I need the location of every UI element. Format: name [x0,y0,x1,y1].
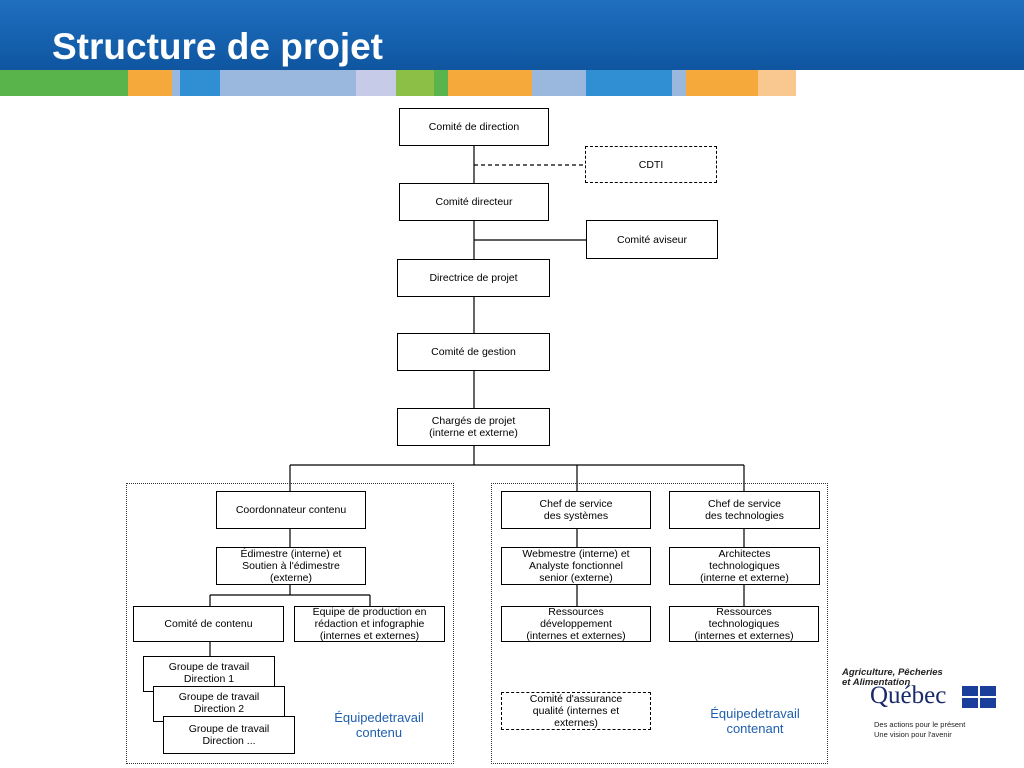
color-stripe-segment [396,70,434,96]
region-contenant [491,483,828,764]
box-edimestre: Édimestre (interne) et Soutien à l'édime… [216,547,366,585]
box-comite-contenu: Comité de contenu [133,606,284,642]
box-cdti: CDTI [585,146,717,183]
color-stripe [0,70,1024,96]
logo-slogan-line1: Des actions pour le présent [874,720,966,729]
box-charges-projet: Chargés de projet (interne et externe) [397,408,550,446]
box-ressources-developpement: Ressources développement (internes et ex… [501,606,651,642]
box-comite-directeur: Comité directeur [399,183,549,221]
box-comite-direction: Comité de direction [399,108,549,146]
color-stripe-segment [586,70,672,96]
box-webmestre: Webmestre (interne) et Analyste fonction… [501,547,651,585]
label-equipe-contenu: Équipedetravail contenu [334,710,424,740]
color-stripe-segment [0,70,128,96]
box-chef-technologies: Chef de service des technologies [669,491,820,529]
region-contenu [126,483,454,764]
color-stripe-segment [758,70,796,96]
box-equipe-production: Équipe de production en rédaction et inf… [294,606,445,642]
color-stripe-segment [434,70,448,96]
color-stripe-segment [356,70,396,96]
logo-slogan-line2: Une vision pour l'avenir [874,730,952,739]
color-stripe-segment [448,70,532,96]
logo-quebec-wordmark: Québec [870,682,947,709]
logo-ministry-line2: et Alimentation [842,677,911,688]
color-stripe-segment [128,70,172,96]
box-ressources-technologiques: Ressources technologiques (internes et e… [669,606,819,642]
logo-ministry-line1: Agriculture, Pêcheries [842,667,943,678]
color-stripe-segment [180,70,220,96]
color-stripe-segment [532,70,586,96]
color-stripe-segment [172,70,180,96]
box-comite-assurance-qualite: Comité d'assurance qualité (internes et … [501,692,651,730]
box-groupe-direction-3: Groupe de travail Direction ... [163,716,295,754]
quebec-logo: Agriculture, Pêcheries et Alimentation Q… [842,668,1012,748]
box-architectes: Architectes technologiques (interne et e… [669,547,820,585]
box-chef-systemes: Chef de service des systèmes [501,491,651,529]
label-equipe-contenant: Équipedetravail contenant [710,706,800,736]
color-stripe-segment [220,70,356,96]
header-band: Structure de projet [0,0,1024,70]
color-stripe-segment [796,70,1024,96]
page-title: Structure de projet [52,26,383,67]
color-stripe-segment [686,70,758,96]
box-comite-aviseur: Comité aviseur [586,220,718,259]
box-comite-gestion: Comité de gestion [397,333,550,371]
box-directrice-projet: Directrice de projet [397,259,550,297]
fleurdelise-flag-icon [962,686,996,708]
color-stripe-segment [672,70,686,96]
box-coordonnateur-contenu: Coordonnateur contenu [216,491,366,529]
